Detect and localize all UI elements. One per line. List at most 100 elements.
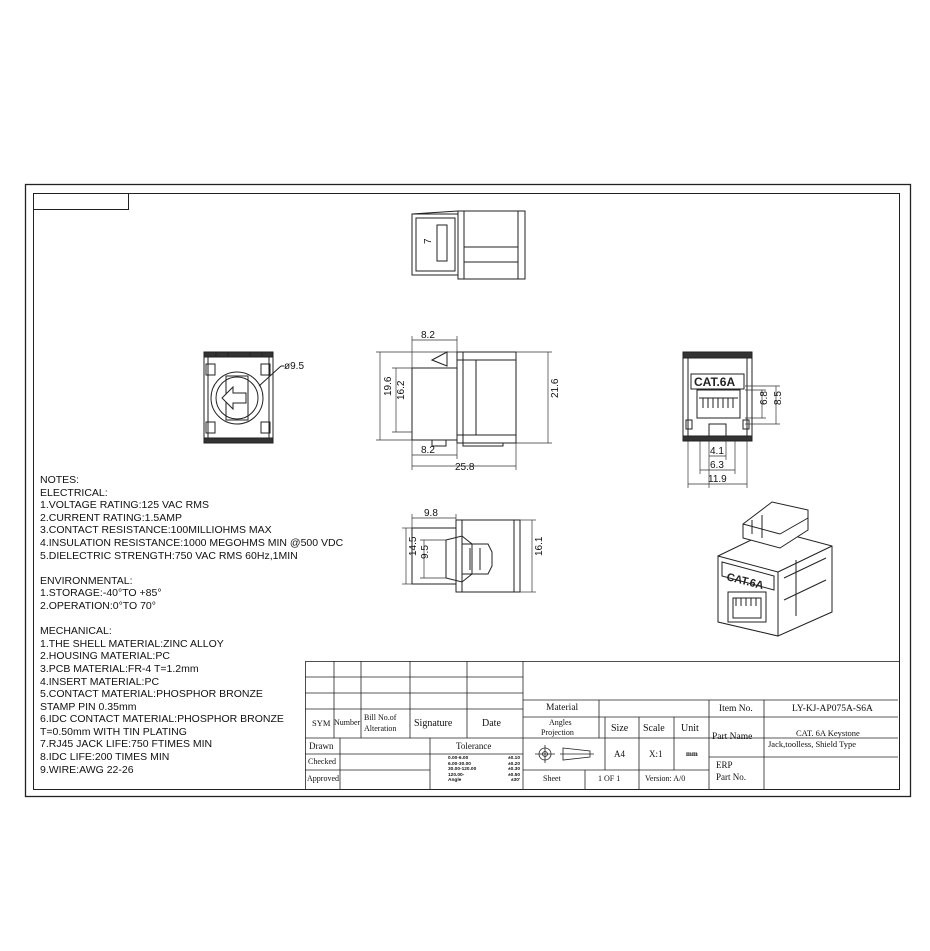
note-line: NOTES: (40, 474, 80, 486)
dim-rear-4-1: 4.1 (710, 446, 724, 457)
front-view (203, 351, 284, 444)
tolerance-range: 0.00-6.00 (448, 756, 469, 761)
tolerance-row: 6.00-30.00 ±0.20 (448, 762, 520, 768)
tolerance-row: Angle ±30' (448, 778, 520, 784)
note-line: 5.CONTACT MATERIAL:PHOSPHOR BRONZE (40, 688, 263, 701)
dim-rear-6-3: 6.3 (710, 460, 724, 471)
tolerance-value: ±0.30 (508, 767, 520, 773)
tolerance-value: ±0.10 (508, 756, 520, 761)
tolerance-label: Tolerance (456, 741, 492, 751)
tolerance-range: Angle (448, 778, 462, 784)
version-value: Version: A/0 (645, 774, 686, 783)
tolerance-range: 30.00-120.00 (448, 767, 477, 773)
unit-value: mm (686, 750, 698, 758)
checked-label: Checked (308, 757, 336, 766)
dim-side-8-2-bot: 8.2 (421, 445, 435, 456)
dim-top-7: 7 (423, 238, 434, 244)
tolerance-range: 120.00- (448, 772, 465, 778)
rev-header-sym: SYM (312, 718, 331, 728)
erp-label-1: ERP (716, 760, 733, 770)
dim-bot-9-8: 9.8 (424, 508, 438, 519)
tolerance-row: 120.00- ±0.50 (448, 773, 520, 779)
rev-header-bill-1: Bill No.of (364, 713, 397, 722)
note-line: 9.WIRE:AWG 22-26 (40, 763, 134, 776)
unit-label: Unit (681, 723, 699, 734)
note-line (40, 562, 310, 575)
dim-rear-11-9: 11.9 (708, 474, 727, 485)
sheet-label: Sheet (543, 774, 561, 783)
note-line: 8.IDC LIFE:200 TIMES MIN (40, 751, 170, 764)
rev-header-date: Date (482, 718, 501, 729)
projection-symbol (535, 745, 594, 763)
note-line: 5.DIELECTRIC STRENGTH:750 VAC RMS 60Hz,1… (40, 549, 298, 562)
rev-header-number: Number (334, 718, 361, 727)
size-value: A4 (614, 749, 625, 759)
item-no-value: LY-KJ-AP075A-S6A (792, 704, 873, 714)
note-line: 7.RJ45 JACK LIFE:750 FTIMES MIN (40, 738, 213, 751)
drawn-label: Drawn (309, 741, 334, 751)
angles-label-1: Angles (549, 718, 572, 727)
note-line: T=0.50mm WITH TIN PLATING (40, 725, 187, 738)
part-name-line-2: Jack,toolless, Shield Type (768, 739, 857, 749)
note-line: ENVIRONMENTAL: (40, 574, 133, 587)
isometric-view (717, 501, 833, 637)
material-label: Material (546, 703, 579, 713)
tolerance-row: 30.00-120.00 ±0.30 (448, 767, 520, 773)
note-line: STAMP PIN 0.35mm (40, 700, 137, 713)
note-line: 1.THE SHELL MATERIAL:ZINC ALLOY (40, 637, 224, 650)
size-label: Size (611, 723, 629, 734)
top-view (411, 210, 526, 280)
note-line: 2.OPERATION:0°TO 70° (40, 599, 156, 612)
rev-header-signature: Signature (414, 718, 453, 729)
dim-side-16-2: 16.2 (396, 380, 407, 400)
notes-block: NOTES: ELECTRICAL: 1.VOLTAGE RATING:125 … (40, 474, 344, 776)
title-block-grid (305, 661, 900, 790)
erp-label-2: Part No. (716, 772, 746, 782)
tolerance-value: ±0.20 (508, 761, 520, 767)
note-line (40, 613, 310, 626)
bottom-view (411, 519, 521, 593)
dim-side-19-6: 19.6 (383, 376, 394, 396)
note-line: 4.INSULATION RESISTANCE:1000 MEGOHMS MIN… (40, 536, 344, 549)
note-line: 2.CURRENT RATING:1.5AMP (40, 511, 182, 524)
scale-value: X:1 (649, 749, 663, 759)
note-line: ELECTRICAL: (40, 486, 108, 499)
rear-dim-lines (687, 385, 780, 488)
dim-side-21-6: 21.6 (550, 378, 561, 398)
note-line: 2.HOUSING MATERIAL:PC (40, 650, 170, 663)
sheet-value: 1 OF 1 (598, 774, 621, 783)
dim-front-dia: ø9.5 (284, 361, 304, 372)
dim-bot-16-1: 16.1 (534, 536, 545, 556)
note-line: 1.STORAGE:-40°TO +85° (40, 587, 162, 600)
note-line: 1.VOLTAGE RATING:125 VAC RMS (40, 499, 210, 512)
corner-box (33, 193, 129, 210)
approved-label: Approved (307, 774, 339, 783)
tolerance-value: ±30' (510, 778, 520, 784)
note-line: MECHANICAL: (40, 625, 112, 638)
rear-product-label: CAT.6A (694, 375, 735, 389)
tolerance-range: 6.00-30.00 (448, 761, 471, 767)
tolerance-row: 0.00-6.00 ±0.10 (448, 756, 520, 762)
angles-label-2: Projection (541, 728, 574, 737)
dim-side-25-8: 25.8 (455, 462, 475, 473)
dim-rear-8-5: 8.5 (773, 391, 784, 405)
dim-bot-14-5: 14.5 (408, 536, 419, 556)
scale-label: Scale (643, 723, 665, 734)
rev-header-bill-2: Alteration (364, 724, 397, 733)
note-line: 3.PCB MATERIAL:FR-4 T=1.2mm (40, 662, 199, 675)
note-line: 3.CONTACT RESISTANCE:100MILLIOHMS MAX (40, 524, 272, 537)
note-line: 6.IDC CONTACT MATERIAL:PHOSPHOR BRONZE (40, 713, 284, 726)
part-name-label: Part Name (712, 732, 753, 742)
dim-side-8-2-top: 8.2 (421, 330, 435, 341)
rear-view (682, 351, 753, 442)
item-no-label: Item No. (719, 704, 753, 714)
outer-border (24, 183, 912, 798)
bottom-dim-lines (402, 514, 536, 593)
dim-rear-6-8: 6.8 (759, 391, 770, 405)
tolerance-value: ±0.50 (508, 772, 520, 778)
side-dim-lines (376, 336, 552, 470)
part-name-line-1: CAT. 6A Keystone (796, 728, 860, 738)
note-line: 4.INSERT MATERIAL:PC (40, 675, 160, 688)
